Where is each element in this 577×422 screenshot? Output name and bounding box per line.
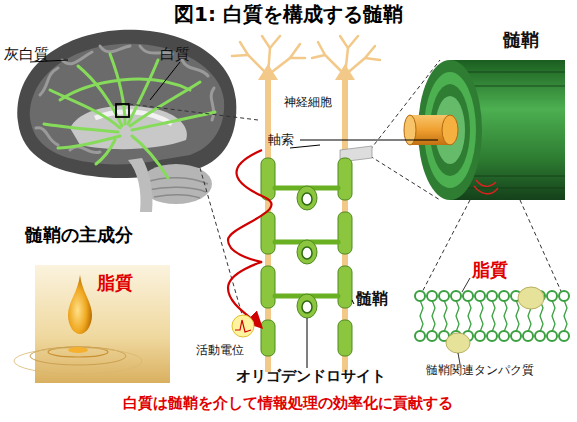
figure-caption: 白質は髄鞘を介して情報処理の効率化に貢献する <box>123 395 453 412</box>
region-label: 白質 <box>160 46 190 63</box>
component-label: 脂質 <box>97 273 133 294</box>
signal-label: 活動電位 <box>196 344 244 358</box>
neuron-illustration <box>228 36 380 372</box>
oil-image <box>14 265 170 383</box>
part-label: 軸索 <box>268 133 294 148</box>
region-label: 灰白質 <box>4 46 49 63</box>
myelin-cylinder <box>300 60 565 200</box>
component-label: 脂質 <box>472 260 508 281</box>
panel-heading: 髄鞘 <box>503 30 539 51</box>
part-label: オリゴデンドロサイト <box>236 368 386 385</box>
image-box: 髄鞘の主成分脂質 <box>35 265 170 383</box>
figure-title: 図1: 白質を構成する髄鞘 <box>174 3 403 26</box>
lipid-bilayer <box>415 278 569 364</box>
part-label: 髄鞘関連タンパク質 <box>426 364 534 378</box>
part-label: 神経細胞 <box>284 96 332 110</box>
section-heading: 髄鞘の主成分 <box>25 225 133 246</box>
part-label: 髄鞘 <box>356 290 388 308</box>
brain-illustration <box>17 30 236 212</box>
